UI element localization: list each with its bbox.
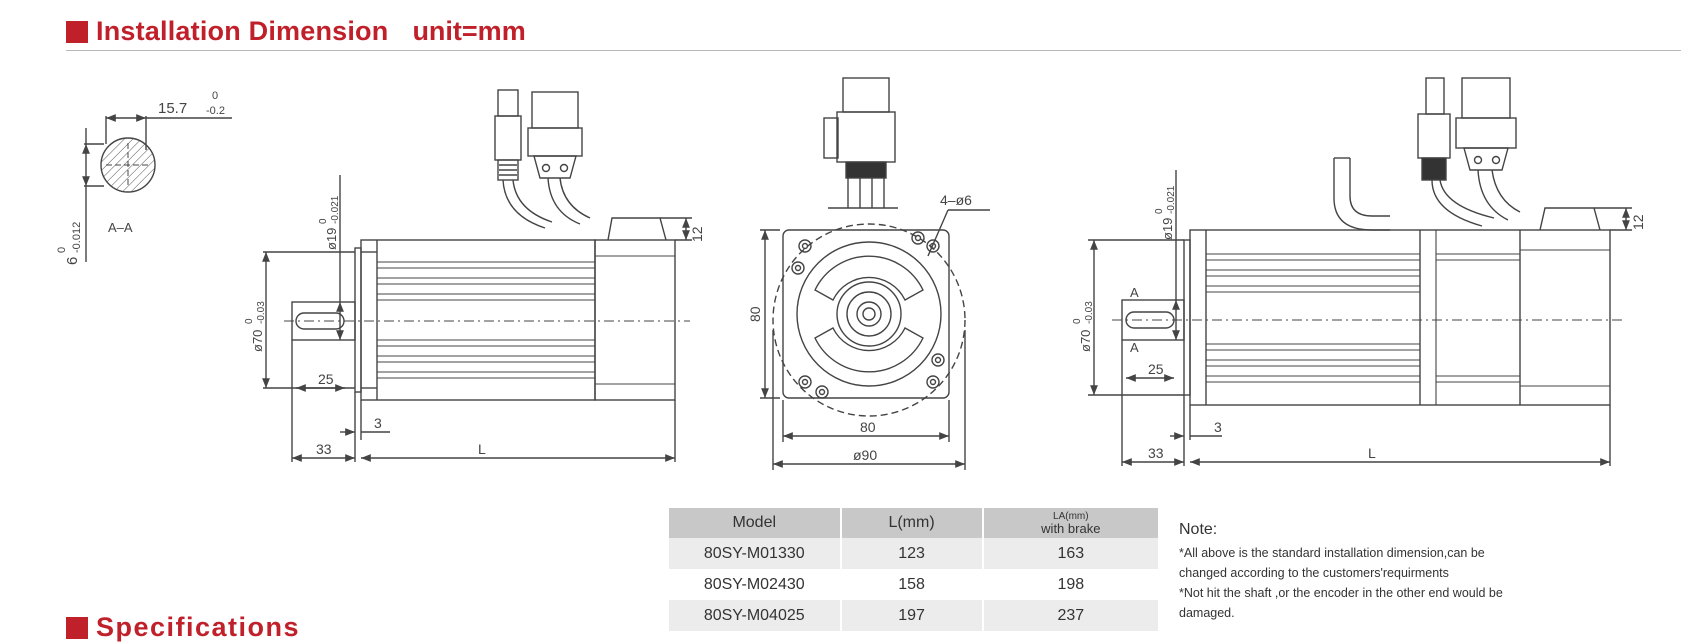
brake-body-length: L: [1368, 445, 1376, 461]
shaft-width-tol-lower: -0.2: [206, 105, 225, 117]
flange-thickness: 3: [374, 415, 382, 431]
front-height: 80: [747, 306, 763, 322]
model-dimension-table: Model L(mm) LA(mm) with brake 80SY-M0133…: [669, 508, 1161, 631]
body-length: L: [478, 441, 486, 457]
mount-hole-icon: [791, 231, 945, 399]
cell-model: 80SY-M04025: [669, 600, 842, 631]
cell-brake: 198: [982, 569, 1161, 600]
encoder-connector-icon: [494, 89, 553, 229]
front-width: 80: [860, 419, 876, 435]
side-view: ø70 0 -0.03 ø19 0 -0.021 12 25 3: [244, 89, 705, 462]
front-connector-icon: [823, 77, 898, 209]
cell-model: 80SY-M02430: [669, 569, 842, 600]
note-line: damaged.: [1179, 606, 1235, 620]
key-tol-upper: 0: [56, 247, 68, 253]
header-model: Model: [669, 508, 842, 538]
shaft-section-view: 15.7 0 -0.2 6 0 -0.012 A–A: [56, 90, 232, 265]
table-row: 80SY-M04025 197 237: [669, 600, 1161, 631]
shaft-width-tol-upper: 0: [212, 90, 218, 102]
section-square-icon: [66, 616, 88, 639]
brake-shaft-tol-upper: 0: [1154, 208, 1165, 214]
table-row: 80SY-M02430 158 198: [669, 569, 1161, 600]
section-marker-bottom: A: [1130, 340, 1139, 355]
spec-section-header: Specifications: [66, 612, 300, 643]
brake-pilot-tol-upper: 0: [1072, 318, 1083, 324]
note-line: changed according to the customers'requi…: [1179, 566, 1449, 580]
brake-shaft-length: 33: [1148, 445, 1164, 461]
brake-key-length: 25: [1148, 361, 1164, 377]
brake-side-view: A A ø70 0 -0.03 ø19 0 -0.021 12 25: [1072, 77, 1646, 466]
shaft-width-dim: 15.7: [158, 100, 187, 117]
brake-top-height: 12: [1630, 214, 1646, 230]
key-tol-lower: -0.012: [71, 222, 83, 253]
brake-cable-icon: [1333, 157, 1390, 231]
top-height: 12: [689, 226, 705, 242]
brake-encoder-connector-icon: [1417, 77, 1495, 227]
brake-power-connector-icon: [1455, 77, 1521, 221]
note-title: Note:: [1179, 521, 1218, 538]
note-block: Note: *All above is the standard install…: [1179, 520, 1619, 623]
circle-dia: ø90: [853, 447, 877, 463]
section-marker-top: A: [1130, 285, 1139, 300]
brake-flange-thickness: 3: [1214, 419, 1222, 435]
cell-length: 197: [840, 600, 984, 631]
brake-pilot-dia: ø70: [1078, 330, 1093, 352]
shaft-dia: ø19: [324, 228, 339, 250]
section-square-icon: [66, 20, 88, 43]
pilot-tol-upper: 0: [244, 318, 255, 324]
cell-brake: 237: [982, 600, 1161, 631]
header-brake-top: LA(mm): [1053, 510, 1089, 522]
section-label: A–A: [108, 220, 133, 235]
key-length: 25: [318, 371, 334, 387]
key-dim: 6: [64, 257, 81, 265]
shaft-tol-lower: -0.021: [330, 195, 341, 224]
pilot-tol-lower: -0.03: [256, 301, 267, 324]
power-connector-icon: [527, 91, 591, 225]
header-brake-bottom: with brake: [1041, 520, 1101, 536]
header-brake: LA(mm) with brake: [982, 508, 1161, 538]
brake-pilot-tol-lower: -0.03: [1084, 301, 1095, 324]
shaft-tol-upper: 0: [318, 218, 329, 224]
brake-shaft-dia: ø19: [1160, 218, 1175, 240]
install-section-unit: unit=mm: [412, 16, 526, 46]
cell-brake: 163: [982, 538, 1161, 569]
pilot-dia: ø70: [250, 330, 265, 352]
brake-shaft-tol-lower: -0.021: [1166, 185, 1177, 214]
table-header-row: Model L(mm) LA(mm) with brake: [669, 508, 1161, 538]
front-view: 4–ø6 80 80 ø90: [747, 77, 990, 470]
spec-section-title: Specifications: [96, 612, 301, 642]
cell-length: 123: [840, 538, 984, 569]
section-divider: [66, 50, 1681, 51]
shaft-length: 33: [316, 441, 332, 457]
cell-length: 158: [840, 569, 984, 600]
cell-model: 80SY-M01330: [669, 538, 842, 569]
header-length: L(mm): [840, 508, 984, 538]
install-section-title: Installation Dimension: [96, 16, 389, 46]
install-section-header: Installation Dimension unit=mm: [66, 16, 526, 47]
table-row: 80SY-M01330 123 163: [669, 538, 1161, 569]
note-line: *Not hit the shaft ,or the encoder in th…: [1179, 586, 1503, 600]
note-line: *All above is the standard installation …: [1179, 546, 1485, 560]
mount-holes: 4–ø6: [940, 192, 972, 208]
